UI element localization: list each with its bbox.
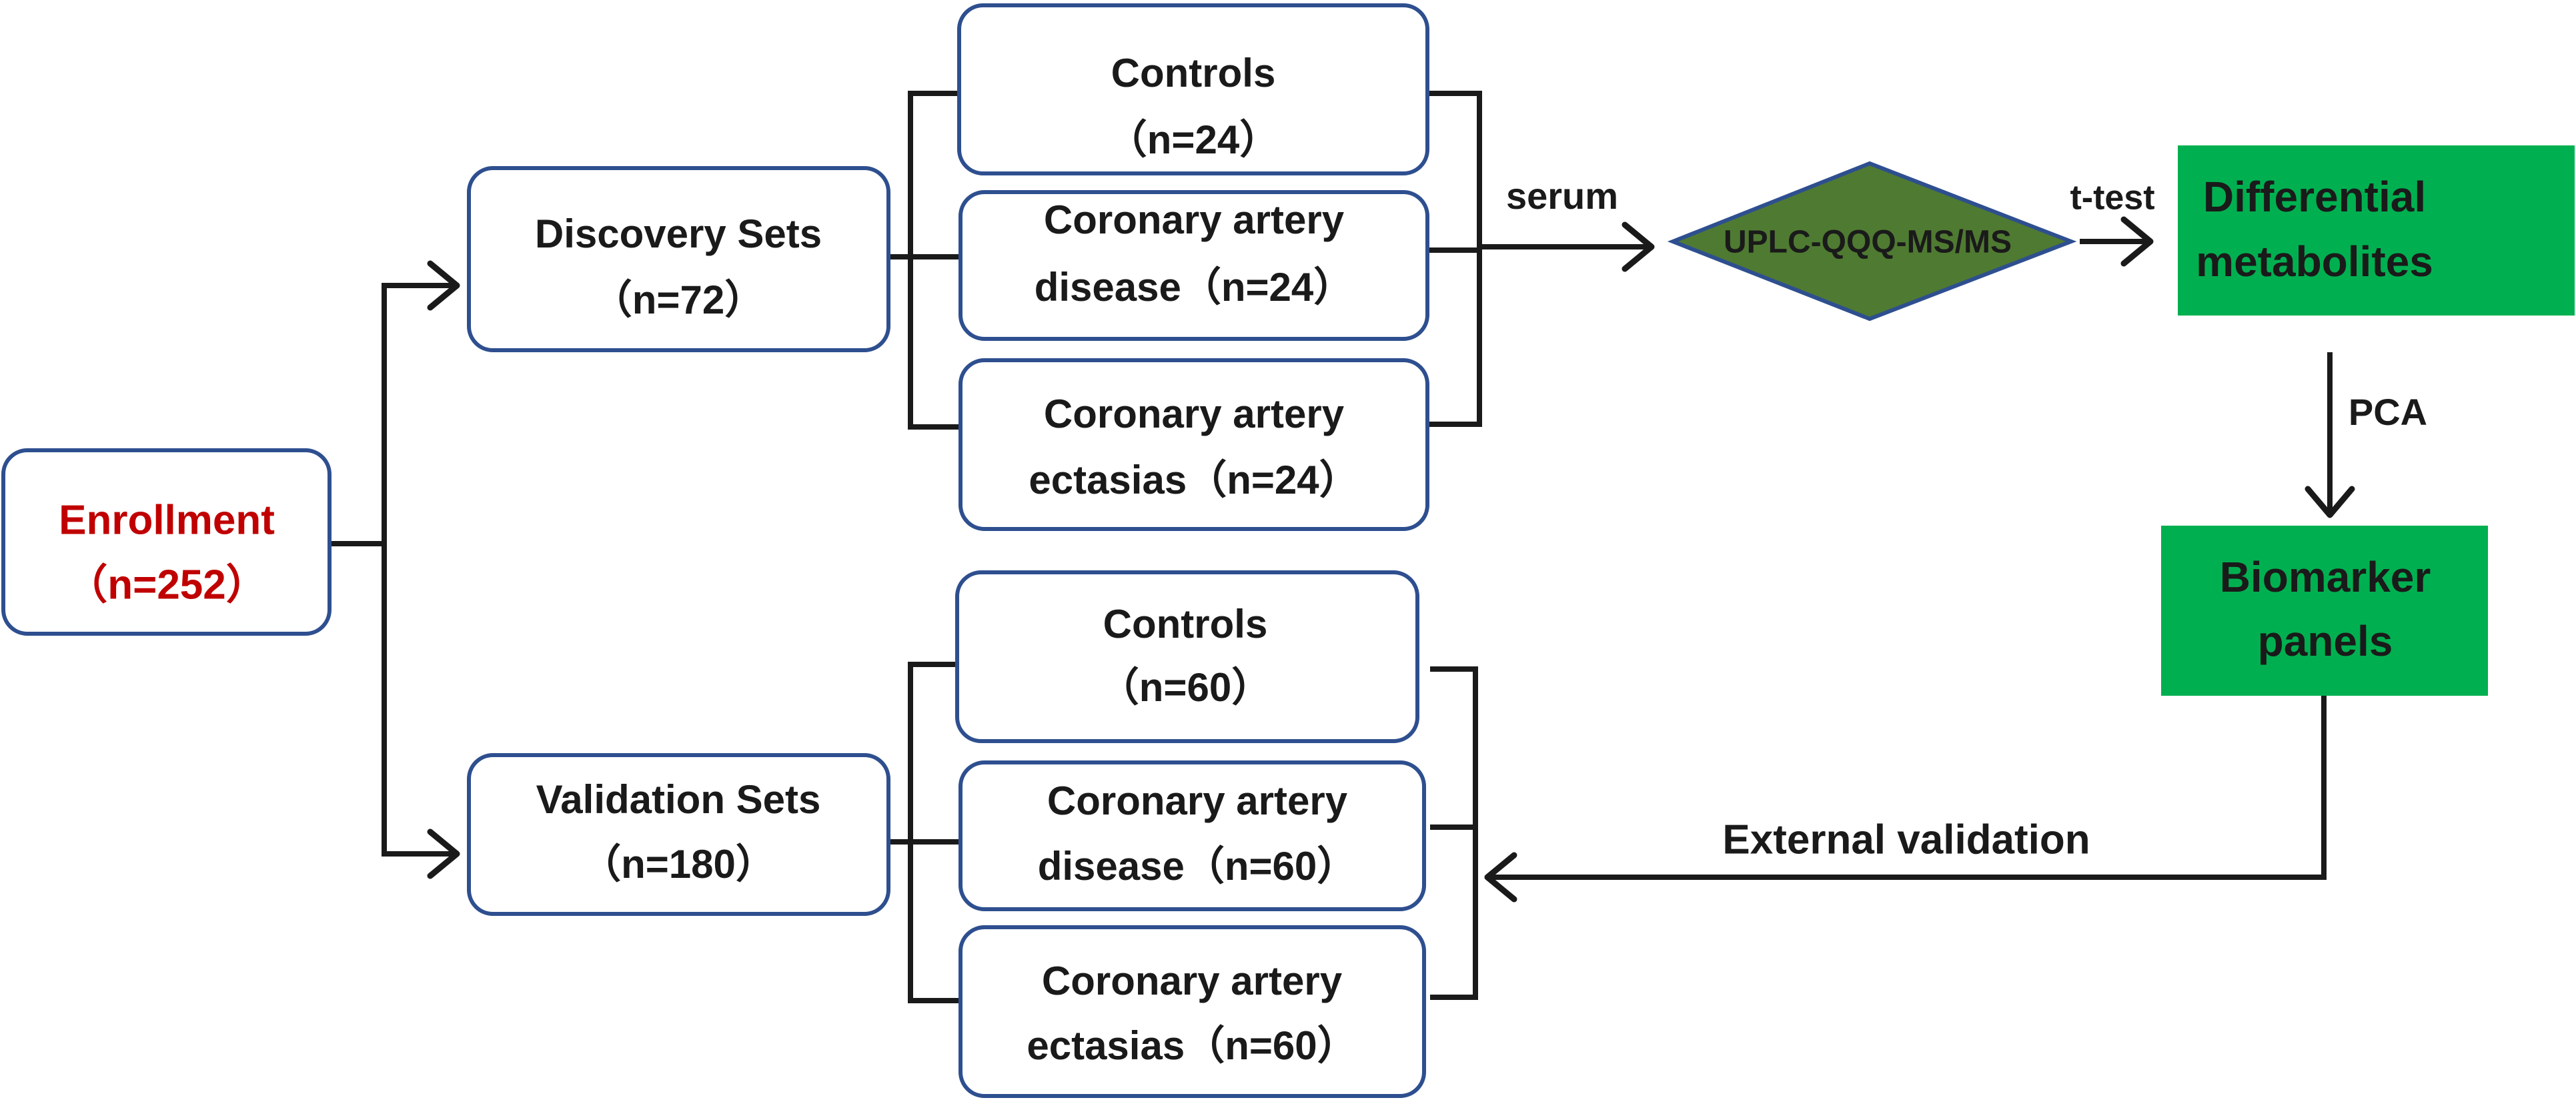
discovery-group-cae: Coronary artery ectasias（n=24）	[958, 358, 1429, 531]
discovery-box	[467, 166, 890, 352]
validation-node: Validation Sets （n=180）	[467, 753, 890, 916]
pca-label: PCA	[2349, 391, 2427, 433]
discovery-controls-count: （n=24）	[1107, 117, 1279, 162]
validation-cae-title: Coronary artery	[1042, 959, 1343, 1003]
validation-cad-box	[958, 760, 1426, 911]
arrowheads	[427, 216, 2355, 903]
discovery-cad-title: Coronary artery	[1044, 197, 1345, 242]
validation-controls-title: Controls	[1103, 602, 1268, 646]
validation-controls-count: （n=60）	[1099, 665, 1271, 710]
serum-label: serum	[1506, 175, 1618, 217]
biomarker-subtitle: panels	[2258, 617, 2393, 665]
connectors	[327, 91, 2333, 1003]
discovery-cae-box	[958, 358, 1429, 531]
validation-controls-box	[955, 570, 1419, 743]
differential-box	[2178, 145, 2575, 316]
discovery-count: （n=72）	[592, 278, 764, 322]
discovery-controls-title: Controls	[1111, 51, 1276, 95]
validation-cae-box	[958, 925, 1426, 1098]
discovery-group-controls: Controls （n=24）	[957, 3, 1429, 175]
validation-group-cae: Coronary artery ectasias（n=60）	[958, 925, 1426, 1098]
differential-title: Differential	[2203, 173, 2426, 221]
uplc-node: UPLC-QQQ-MS/MS	[1667, 161, 2077, 322]
discovery-cad-box	[958, 190, 1429, 341]
discovery-cad-count: disease（n=24）	[1035, 265, 1354, 310]
uplc-label: UPLC-QQQ-MS/MS	[1724, 225, 2012, 260]
enrollment-title: Enrollment	[59, 497, 275, 543]
discovery-group-cad: Coronary artery disease（n=24）	[958, 190, 1429, 341]
validation-cae-count: ectasias（n=60）	[1027, 1023, 1357, 1068]
enrollment-count: （n=252）	[66, 561, 267, 608]
differential-node: Differential metabolites	[2178, 145, 2575, 316]
discovery-cae-title: Coronary artery	[1044, 392, 1345, 436]
arrowhead-discovery	[427, 260, 460, 311]
validation-count: （n=180）	[581, 842, 776, 887]
arrowhead-pca	[2305, 486, 2355, 518]
validation-cad-count: disease（n=60）	[1038, 844, 1357, 889]
arrowhead-serum	[1622, 221, 1655, 272]
differential-subtitle: metabolites	[2196, 237, 2433, 286]
external-validation-label: External validation	[1722, 816, 2090, 863]
arrowhead-external	[1484, 852, 1517, 903]
biomarker-box	[2161, 526, 2488, 696]
validation-group-cad: Coronary artery disease（n=60）	[958, 760, 1426, 911]
ttest-label: t-test	[2070, 179, 2154, 217]
enrollment-box	[1, 448, 332, 636]
biomarker-title: Biomarker	[2220, 553, 2431, 601]
arrowhead-validation	[427, 829, 460, 879]
arrowhead-ttest	[2120, 216, 2154, 267]
validation-title: Validation Sets	[536, 777, 821, 822]
uplc-diamond	[1667, 161, 2077, 322]
validation-group-controls: Controls （n=60）	[955, 570, 1419, 743]
validation-cad-title: Coronary artery	[1047, 778, 1348, 823]
discovery-title: Discovery Sets	[535, 211, 822, 256]
validation-box	[467, 753, 890, 916]
biomarker-node: Biomarker panels	[2161, 526, 2488, 696]
discovery-controls-box	[957, 3, 1429, 175]
discovery-node: Discovery Sets （n=72）	[467, 166, 890, 352]
discovery-cae-count: ectasias（n=24）	[1029, 458, 1359, 502]
enrollment-node: Enrollment （n=252）	[1, 448, 332, 636]
